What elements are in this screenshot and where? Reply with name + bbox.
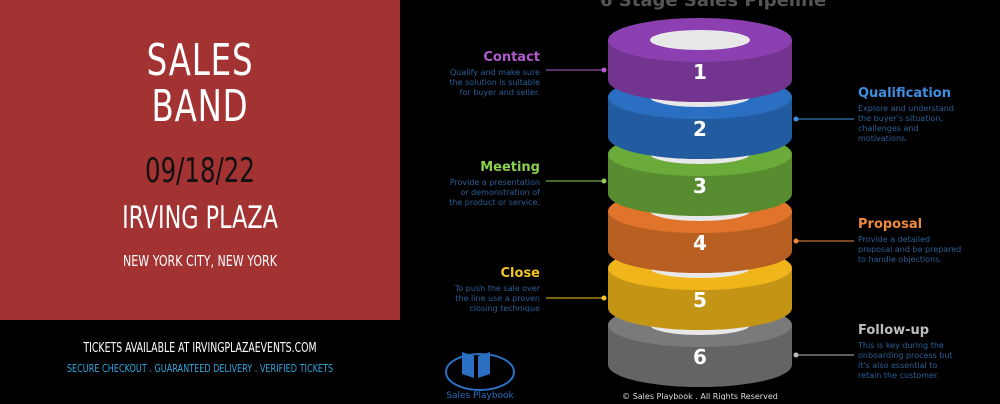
stage-number: 6 (693, 345, 707, 369)
secure-checkout-note: SECURE CHECKOUT . GUARANTEED DELIVERY . … (66, 362, 334, 375)
event-date: 09/18/22 (145, 151, 255, 191)
event-city: NEW YORK CITY, NEW YORK (123, 252, 277, 270)
stage-description: Qualify and make sure (450, 68, 540, 77)
connector-dot (601, 67, 607, 73)
stage-description: the solution is suitable (449, 78, 540, 87)
event-title-line1: SALES (146, 35, 254, 86)
stage-number: 1 (693, 60, 707, 84)
connector-dot (793, 238, 799, 244)
logo-text: Sales Playbook (446, 391, 514, 400)
stage-number: 3 (693, 174, 707, 198)
pipeline-svg: 6 Stage Sales Pipeline 6 5 4 3 2 1 ContactQua… (445, 0, 961, 401)
stage-number: 2 (693, 117, 707, 141)
stage-title: Contact (483, 50, 540, 65)
connector-dot (793, 116, 799, 122)
stage-description: for buyer and seller. (460, 88, 540, 97)
stage-description: Provide a presentation (450, 178, 540, 187)
stage-title: Meeting (480, 160, 540, 175)
stage-title: Qualification (858, 86, 951, 101)
stage-description: This is key during the (857, 341, 944, 350)
stage-description: or demonstration of (460, 188, 540, 197)
stage-description: To push the sale over (454, 284, 541, 293)
tickets-link[interactable]: TICKETS AVAILABLE AT IRVINGPLAZAEVENTS.C… (83, 341, 317, 356)
stage-description: it's also essential to (858, 361, 937, 370)
connector-dot (793, 352, 799, 358)
event-title: SALES BAND (36, 38, 364, 130)
stage-description: the buyer's situation, (858, 114, 943, 123)
stage-description: Explore and understand (858, 104, 954, 113)
stage-title: Proposal (858, 217, 922, 232)
stage-description: onboarding process but (858, 351, 953, 360)
stage-description: retain the customer. (858, 371, 939, 380)
disc-hole (650, 30, 750, 50)
event-card (0, 0, 400, 320)
event-venue: IRVING PLAZA (122, 200, 278, 236)
pipeline-title: 6 Stage Sales Pipeline (600, 0, 826, 11)
connector-dot (601, 178, 607, 184)
ticket-footer (0, 320, 400, 400)
stage-title: Follow-up (858, 323, 929, 338)
stage-description: closing technique (470, 304, 541, 313)
stage-description: the product or service. (449, 198, 540, 207)
copyright-text: © Sales Playbook . All Rights Reserved (622, 392, 778, 400)
stage-title: Close (501, 266, 541, 281)
disc-stack: 6 5 4 3 2 1 (608, 18, 792, 387)
stage-description: the line use a proven (455, 294, 540, 303)
stage-description: proposal and be prepared (858, 245, 961, 254)
connector-dot (601, 295, 607, 301)
stage-number: 5 (693, 288, 707, 312)
event-panel: SALES BAND 09/18/22 IRVING PLAZA NEW YOR… (0, 0, 400, 400)
stage-description: to handle objections. (858, 255, 942, 264)
stage-disc-1: 1 (608, 18, 792, 102)
sales-playbook-logo: Sales Playbook (445, 352, 515, 401)
stage-number: 4 (693, 231, 707, 255)
stage-description: Provide a detailed (858, 235, 930, 244)
stage-description: motivations. (858, 134, 908, 143)
event-title-line2: BAND (151, 81, 249, 132)
stage-description: challenges and (858, 124, 919, 133)
